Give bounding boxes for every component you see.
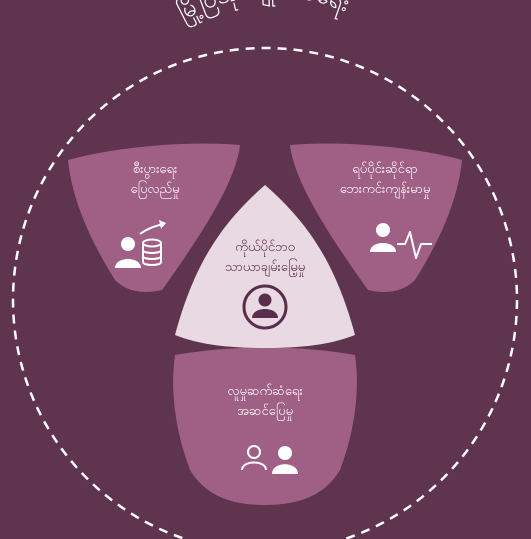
diagram-title-text: မြို့ပြအုပ်ချုပ်စီမံရေး [172,0,354,30]
segment-economic [68,143,240,292]
people-icon [241,445,298,474]
segment-center-line2: သာယာချမ်းမြေ့မှု [224,260,306,275]
segment-center-label: ကိုယ်ပိုင်ဘဝ သာယာချမ်းမြေ့မှု [200,238,330,278]
segment-social-label: လူမှုဆက်ဆံရေး အဆင်ပြေမှု [195,382,335,422]
segment-social-line1: လူမှုဆက်ဆံရေး [227,384,303,399]
segment-center-line1: ကိုယ်ပိုင်ဘဝ [235,240,295,255]
segment-social [173,347,357,505]
segment-economic-line2: ပြေလည်မှု [130,182,180,197]
segment-economic-line1: စီးပွားရေး [132,162,178,177]
segment-health [290,143,462,292]
segment-economic-label: စီးပွားရေး ပြေလည်မှု [90,160,220,200]
outer-dashed-circle [11,46,519,539]
segment-social-line2: အဆင်ပြေမှု [236,404,294,419]
segment-health-line2: ဘေးကင်းကျန်းမာမှု [339,182,431,197]
segment-health-label: ရပ်ပိုင်းဆိုင်ရာ ဘေးကင်းကျန်းမာမှု [310,160,460,200]
person-growth-icon [115,220,166,268]
person-circle-icon [242,284,288,330]
segment-center [175,185,355,348]
person-heartbeat-icon [370,223,432,259]
segment-health-line1: ရပ်ပိုင်းဆိုင်ရာ [352,162,418,177]
diagram-title: မြို့ပြအုပ်ချုပ်စီမံရေး [172,0,354,30]
